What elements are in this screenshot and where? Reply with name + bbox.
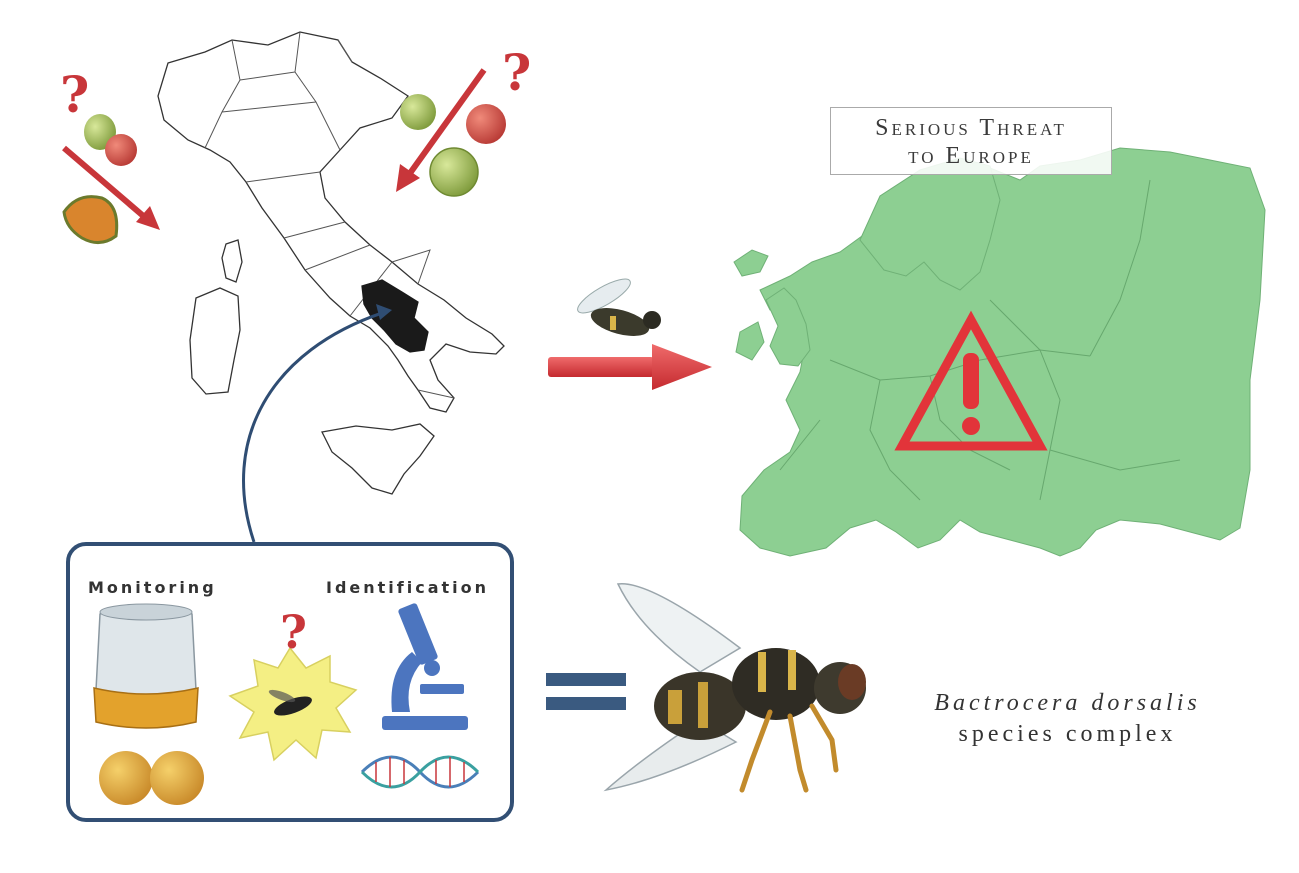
threat-label: Serious Threat to Europe (830, 107, 1112, 175)
trap-base (93, 687, 199, 729)
sardinia (189, 287, 241, 395)
species-caption: Bactrocera dorsalis species complex (905, 688, 1230, 750)
papaya-fruit-icon (62, 195, 119, 244)
trap-lid (99, 603, 193, 621)
fly-abdomen-band (668, 690, 682, 724)
fruit-import-west: ? (60, 65, 160, 244)
equals-sign (546, 673, 626, 710)
spread-arrow (548, 344, 712, 390)
fruit-icon (99, 751, 153, 805)
monitoring-label: Monitoring (88, 578, 217, 597)
fly-thorax (732, 648, 820, 720)
spread-arrow-head (652, 344, 712, 390)
warning-exclamation-bar (963, 353, 979, 409)
microscope-base (382, 716, 468, 730)
iceland-island (733, 249, 769, 277)
warning-exclamation-dot (962, 417, 980, 435)
italy-map (157, 31, 505, 495)
custard-apple-fruit-icon (429, 147, 479, 197)
warning-icon (894, 310, 1048, 451)
question-mark-west: ? (60, 65, 89, 124)
microscope-icon (382, 603, 468, 730)
warning-triangle (894, 310, 1048, 451)
import-arrow-west (62, 145, 150, 223)
fly-body (590, 308, 650, 336)
sicily (321, 423, 435, 495)
fly-wing-upper (616, 583, 742, 673)
star-burst-icon: ? (228, 605, 358, 762)
fly-stripe (610, 316, 616, 330)
europe-borders (779, 179, 1181, 501)
guava-fruit-icon (400, 94, 436, 130)
equals-bar-top (546, 673, 626, 686)
dna-icon (360, 755, 480, 789)
fruit-icon (150, 751, 204, 805)
dna-rungs (375, 757, 465, 787)
microscope-tube (398, 603, 438, 665)
fly-legs (739, 703, 839, 793)
species-complex-label: species complex (958, 721, 1177, 747)
question-mark-panel: ? (280, 605, 307, 659)
threat-line-2: to Europe (908, 143, 1034, 169)
species-latin-name: Bactrocera dorsalis (934, 690, 1201, 716)
connector-curve-head (376, 304, 392, 320)
question-mark-east: ? (502, 43, 531, 102)
europe-map (733, 147, 1266, 557)
small-fly-icon (577, 278, 661, 336)
corsica (221, 239, 243, 283)
uk-island (765, 287, 811, 367)
import-arrow-east-head (396, 164, 420, 192)
fly-thorax-stripe (758, 652, 766, 692)
microscope-knob (424, 660, 440, 676)
connector-curve (242, 310, 386, 543)
fly-head (643, 311, 661, 329)
dna-strand-2 (360, 755, 480, 789)
trap-icon (93, 603, 199, 729)
fly-wing (577, 278, 631, 314)
apple-fruit-icon (466, 104, 506, 144)
spread-arrow-shaft (548, 357, 654, 377)
equals-bar-bottom (546, 697, 626, 710)
fly-abdomen-band (698, 682, 708, 728)
threat-line-1: Serious Threat (875, 115, 1067, 141)
import-arrow-west-head (136, 206, 160, 230)
italy-mainland (157, 31, 505, 413)
europe-landmass (739, 147, 1266, 557)
fly-thorax-stripe (788, 650, 796, 690)
fruit-fly-image (603, 583, 866, 793)
star-fly-body (274, 696, 312, 716)
region-borders (204, 31, 455, 399)
star-fly-wing (268, 689, 296, 703)
microscope-arm (391, 652, 422, 712)
identification-label: Identification (326, 578, 490, 597)
mango-fruit-icon (105, 134, 137, 166)
fly-eye (838, 664, 866, 700)
fruit-import-east: ? (396, 43, 531, 197)
microscope-stage (420, 684, 464, 694)
import-arrow-east (405, 68, 487, 178)
ireland-island (735, 321, 765, 361)
